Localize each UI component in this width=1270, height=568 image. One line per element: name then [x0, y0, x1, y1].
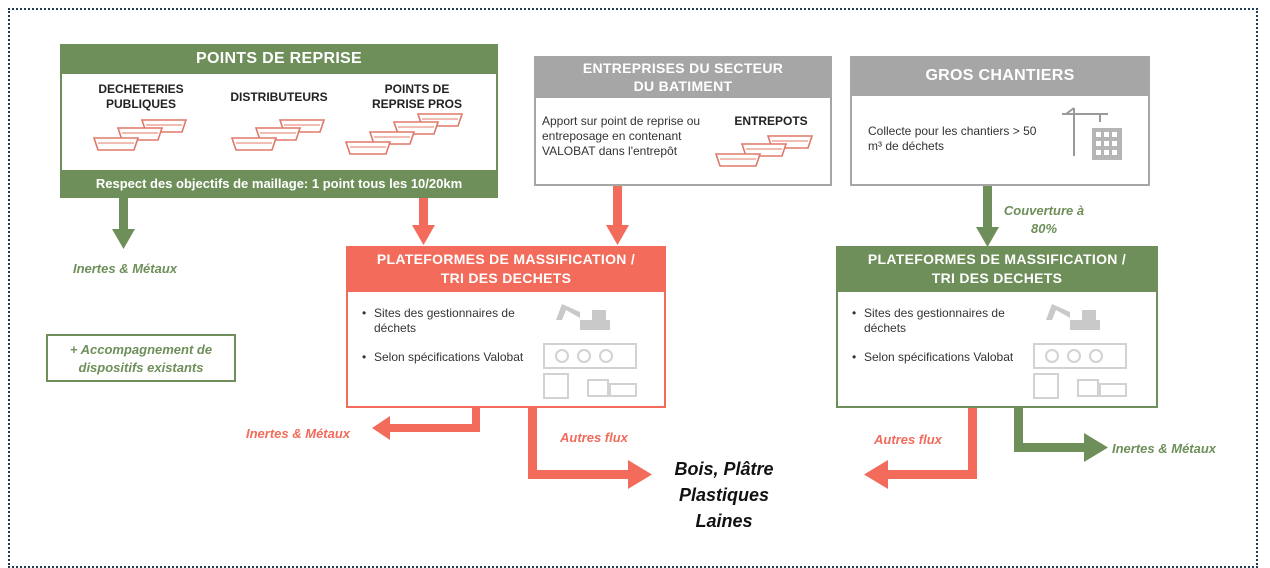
sorting-plant-icon — [1033, 343, 1127, 399]
inertes-metaux-right: Inertes & Métaux — [1112, 441, 1217, 456]
sorting-plant-icon — [543, 343, 637, 399]
inertes-metaux-left: Inertes & Métaux — [72, 261, 178, 276]
arrow-points-to-inertes — [112, 196, 135, 249]
bullet-specifications: Selon spécifications Valobat — [852, 350, 1030, 365]
output-plastiques: Plastiques — [678, 485, 770, 505]
gros-chantiers-text: Collecte pour les chantiers > 50 m³ de d… — [868, 124, 1037, 153]
autres-flux-mid: Autres flux — [560, 430, 628, 445]
skip-container-icon — [715, 135, 813, 167]
autres-flux-right: Autres flux — [874, 432, 942, 447]
output-bois-platre: Bois, Plâtre — [674, 459, 774, 479]
accompagnement-box: + Accompagnement de dispositifs existant… — [46, 334, 236, 382]
excavator-icon — [556, 304, 610, 330]
plateforme-left-title: PLATEFORMES DE MASSIFICATION / TRI DES D… — [346, 246, 666, 292]
arrow-points-to-plateforme — [412, 196, 435, 245]
plateforme-left-box: PLATEFORMES DE MASSIFICATION / TRI DES D… — [346, 246, 666, 408]
arrow-plateforme-left-to-inertes — [372, 406, 480, 440]
bullet-sites: Sites des gestionnaires de déchets — [362, 306, 530, 336]
arrow-plateforme-right-to-inertes — [1014, 406, 1108, 462]
points-reprise-title: POINTS DE REPRISE — [60, 44, 498, 74]
flow-arrows — [112, 186, 1108, 489]
inertes-metaux-mid: Inertes & Métaux — [246, 426, 351, 441]
gros-chantiers-title: GROS CHANTIERS — [850, 56, 1150, 96]
category-points-pros: POINTS DE REPRISE PROS — [371, 82, 463, 111]
entreprises-text: Apport sur point de reprise ou entreposa… — [542, 114, 701, 158]
arrow-entreprises-to-plateforme — [606, 186, 629, 245]
gros-chantiers-box: GROS CHANTIERS Collecte pour les chantie… — [850, 56, 1150, 186]
couverture-label: Couverture à 80% — [1003, 203, 1085, 236]
excavator-icon — [1046, 304, 1100, 330]
plateforme-right-bullets: Sites des gestionnaires de déchets Selon… — [850, 306, 1030, 379]
entreprises-box: ENTREPRISES DU SECTEUR DU BATIMENT Appor… — [534, 56, 832, 186]
arrow-plateforme-right-to-outputs — [864, 406, 977, 489]
arrow-chantiers-to-plateforme — [976, 186, 999, 247]
plateforme-right-title: PLATEFORMES DE MASSIFICATION / TRI DES D… — [836, 246, 1158, 292]
bullet-sites: Sites des gestionnaires de déchets — [852, 306, 1030, 336]
plateforme-right-box: PLATEFORMES DE MASSIFICATION / TRI DES D… — [836, 246, 1158, 408]
points-reprise-box: POINTS DE REPRISE DECHETERIES PUBLIQUES … — [60, 44, 498, 198]
entreprises-title: ENTREPRISES DU SECTEUR DU BATIMENT — [534, 56, 832, 98]
points-reprise-footer: Respect des objectifs de maillage: 1 poi… — [60, 170, 498, 198]
bullet-specifications: Selon spécifications Valobat — [362, 350, 530, 365]
output-laines: Laines — [695, 511, 753, 531]
category-distributeurs: DISTRIBUTEURS — [230, 90, 328, 104]
crane-building-icon — [1062, 107, 1122, 160]
outputs-label: Bois, Plâtre Plastiques Laines — [654, 456, 794, 534]
entrepots-label: ENTREPOTS — [734, 114, 808, 128]
arrow-plateforme-left-to-outputs — [528, 406, 652, 489]
category-decheteries: DECHETERIES PUBLIQUES — [98, 82, 184, 111]
plateforme-left-bullets: Sites des gestionnaires de déchets Selon… — [360, 306, 530, 379]
